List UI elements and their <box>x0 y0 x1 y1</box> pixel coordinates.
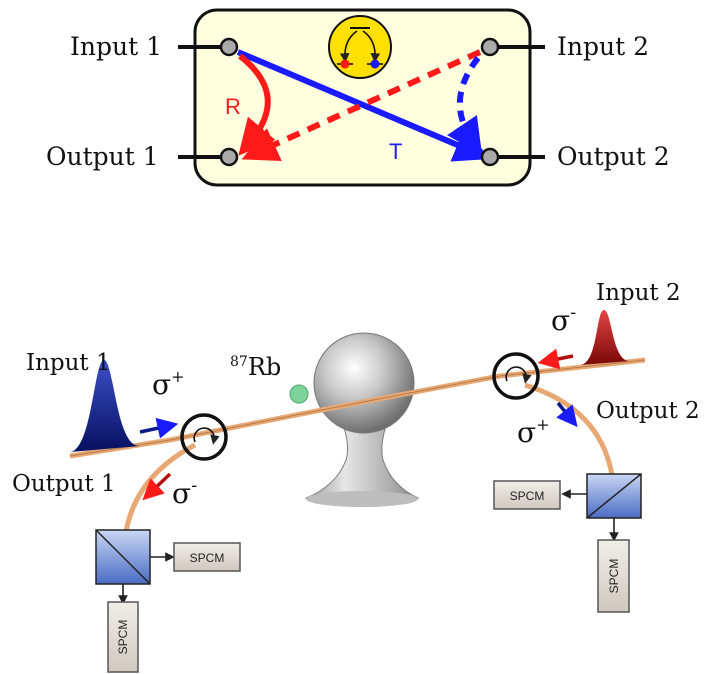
rb-atom <box>289 384 309 404</box>
spcm-right-vertical: SPCM <box>597 539 630 613</box>
bottom-output-1-label: Output 1 <box>12 471 116 497</box>
bottom-output-2-label: Output 2 <box>596 398 700 424</box>
input-1-direction-arrow <box>139 417 179 439</box>
bottom-input-1-label: Input 1 <box>26 350 111 376</box>
reflection-curve-arrow <box>238 53 276 156</box>
atom-mass-number: 87 <box>230 354 248 370</box>
sigma-plus-output-2: σ+ <box>517 415 550 449</box>
atom-symbol: Rb <box>248 353 281 381</box>
top-output-2-label: Output 2 <box>557 142 670 171</box>
sigma-minus-input-2: σ- <box>551 302 576 337</box>
sigma-plus-input-1: σ+ <box>152 367 185 401</box>
spcm-left-vertical-label: SPCM <box>116 620 130 655</box>
spcm-left-horizontal-label: SPCM <box>190 551 225 565</box>
reflection-label: R <box>225 94 241 119</box>
spcm-left-vertical: SPCM <box>107 601 139 673</box>
tapered-fiber-edge <box>69 359 646 457</box>
spcm-right-horizontal-label: SPCM <box>510 489 545 503</box>
output-1-direction-arrow <box>142 472 172 501</box>
reflection-dashed-arrow <box>241 49 482 162</box>
output-2-port <box>480 147 500 167</box>
atom-level-icon <box>328 15 392 79</box>
top-schematic: Input 1 Output 1 Input 2 Output 2 R T <box>46 8 670 187</box>
transmission-label: T <box>389 139 402 164</box>
input-1-port <box>219 37 239 57</box>
bottom-input-2-label: Input 2 <box>596 280 681 306</box>
atom-label: 87Rb <box>230 353 281 381</box>
input-1-pulse <box>70 360 140 452</box>
experimental-setup: SPCM SPCM SPCM SPCM Input 1 Output 1 Inp… <box>12 280 700 673</box>
sigma-minus-output-1: σ- <box>172 475 197 510</box>
pbs-left <box>95 529 151 585</box>
spcm-left-horizontal: SPCM <box>173 542 241 572</box>
transmission-dashed-curve-arrow <box>447 56 483 155</box>
transmission-arrow <box>236 49 491 162</box>
input-2-direction-arrow <box>537 348 574 370</box>
spcm-right-vertical-label: SPCM <box>607 559 621 594</box>
top-output-1-label: Output 1 <box>46 142 159 171</box>
resonator-stand-base <box>306 491 418 507</box>
output-2-direction-arrow <box>556 401 578 428</box>
circulator-right <box>492 352 540 400</box>
top-input-2-label: Input 2 <box>557 32 649 61</box>
output-2-fiber <box>524 382 615 476</box>
circulator-left <box>180 413 228 461</box>
output-1-port <box>219 147 239 167</box>
resonator-sphere <box>313 332 415 434</box>
top-input-1-label: Input 1 <box>70 32 162 61</box>
spcm-right-horizontal: SPCM <box>493 480 561 510</box>
pbs-right <box>586 473 642 519</box>
input-2-port <box>480 37 500 57</box>
input-2-pulse <box>580 310 630 365</box>
